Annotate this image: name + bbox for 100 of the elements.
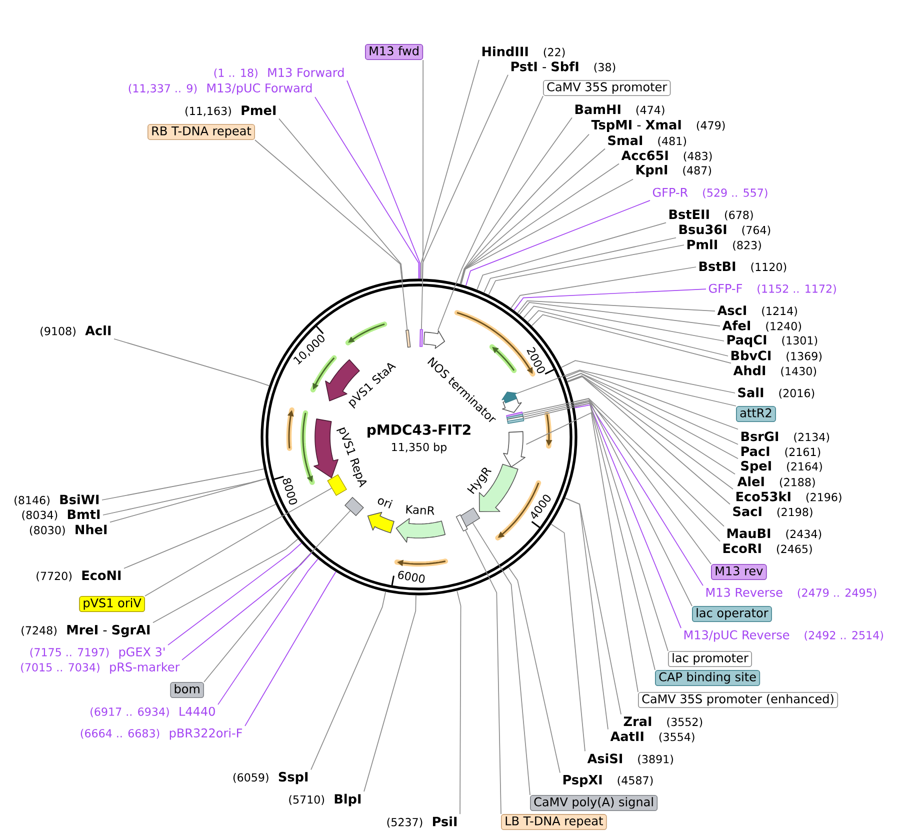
feature-label: CAP binding site	[655, 670, 760, 686]
leader-line	[566, 372, 738, 445]
restriction-site-label: AleI (2188)	[737, 476, 815, 488]
restriction-site-label: Eco53kI (2196)	[736, 491, 842, 503]
feature-label: RB T-DNA repeat	[148, 124, 255, 140]
leader-line	[364, 595, 416, 792]
restriction-site-label: AatII (3554)	[610, 732, 694, 742]
leader-line	[522, 400, 692, 606]
feature-label: M13 rev	[711, 564, 767, 580]
leader-line	[574, 402, 704, 586]
restriction-site-label: (9108) AclI	[40, 325, 111, 337]
restriction-site-label: SpeI (2164)	[741, 460, 822, 474]
primer-label: (7015 .. 7034) pRS-marker	[21, 662, 180, 674]
leader-line	[460, 117, 572, 284]
feature-bar	[420, 329, 423, 347]
restriction-site-label: Bsu36I (764)	[679, 224, 770, 236]
leader-line	[565, 370, 738, 430]
restriction-site-label: SacI (2198)	[733, 506, 812, 518]
leader-line	[465, 200, 650, 286]
restriction-site-label: BsrGI (2134)	[741, 432, 830, 442]
primer-label: GFP-F (1152 .. 1172)	[708, 284, 836, 294]
leader-line	[531, 314, 732, 364]
leader-line	[508, 567, 560, 774]
feature-label: M13 fwd	[365, 44, 424, 60]
leader-line	[102, 468, 264, 500]
leader-line	[278, 118, 404, 280]
feature-label: bom	[170, 682, 204, 698]
leader-line	[314, 96, 420, 279]
leader-line	[254, 140, 408, 330]
feature-box	[327, 474, 347, 496]
leader-line	[421, 60, 424, 330]
restriction-site-label: (8034) BmtI	[22, 510, 100, 520]
restriction-site-label: SalI (2016)	[738, 387, 814, 399]
feature-label: attR2	[736, 406, 776, 422]
leader-line	[528, 310, 728, 356]
feature-block	[503, 431, 526, 468]
leader-line	[110, 478, 267, 523]
restriction-site-label: PaqCI (1301)	[727, 334, 818, 348]
restriction-site-label: HindIII (22)	[482, 46, 565, 58]
feature-label: LB T-DNA repeat	[501, 814, 607, 830]
leader-line	[102, 478, 266, 516]
primer-label: M13 Reverse (2479 .. 2495)	[706, 588, 876, 598]
feature-label: CaMV 35S promoter (enhanced)	[638, 692, 838, 708]
leader-line	[465, 530, 502, 814]
restriction-site-label: (11,163) PmeI	[186, 106, 276, 116]
leader-line	[516, 370, 736, 406]
leader-line	[522, 398, 712, 564]
restriction-site-label: BstBI (1120)	[699, 262, 786, 272]
primer-label: GFP-R (529 .. 557)	[652, 188, 768, 198]
leader-line	[114, 338, 270, 386]
leader-line	[460, 178, 634, 285]
leader-line	[566, 373, 738, 460]
restriction-site-label: (5237) PsiI	[387, 816, 457, 828]
leader-line	[514, 288, 706, 311]
primer-label: (6664 .. 6683) pBR322ori-F	[80, 728, 242, 740]
restriction-site-label: AfeI (1240)	[722, 320, 802, 332]
feature-name: KanR	[406, 505, 434, 515]
leader-line	[519, 302, 720, 326]
feature-bar	[507, 418, 524, 424]
restriction-site-label: BbvCI (1369)	[731, 350, 822, 362]
leader-line	[564, 498, 622, 715]
restriction-site-label: AscI (1214)	[717, 306, 797, 316]
leader-line	[244, 571, 336, 726]
restriction-site-label: (7248) MreI - SgrAI	[22, 624, 150, 638]
primer-label: (7175 .. 7197) pGEX 3'	[30, 647, 165, 659]
restriction-site-label: (6059) SspI	[233, 772, 308, 784]
feature-label: pVS1 oriV	[79, 596, 145, 612]
leader-line	[168, 542, 302, 646]
restriction-site-label: PacI (2161)	[741, 446, 820, 458]
leader-line	[124, 504, 276, 569]
primer-label: (11,337 .. 9) M13/pUC Forward	[128, 83, 312, 95]
feature-block	[502, 392, 518, 404]
restriction-site-label: SmaI (481)	[608, 136, 686, 146]
tick-label: 8000	[282, 478, 298, 505]
restriction-site-label: EcoRI (2465)	[723, 544, 812, 554]
leader-line	[422, 74, 508, 279]
plasmid-length: 11,350 bp	[392, 442, 447, 454]
feature-label: lac promoter	[668, 651, 752, 667]
leader-line	[564, 498, 608, 730]
leader-line	[476, 222, 666, 290]
restriction-site-label: ZraI (3552)	[624, 716, 702, 728]
restriction-site-label: PspXI (4587)	[563, 775, 653, 787]
restriction-site-label: (7720) EcoNI	[36, 570, 121, 582]
leader-line	[460, 134, 590, 284]
restriction-site-label: AsiSI (3891)	[587, 753, 673, 765]
primer-label: (1 .. 18) M13 Forward	[214, 68, 344, 78]
leader-line	[523, 306, 724, 342]
tick-label: 6000	[398, 570, 425, 583]
leader-line	[517, 300, 716, 314]
leader-line	[484, 237, 676, 293]
leader-line	[488, 244, 684, 296]
feature-name: ori	[378, 498, 393, 508]
leader-line	[566, 375, 736, 475]
feature-name: pVS1 RepA	[336, 427, 367, 488]
leader-line	[560, 360, 736, 394]
feature-label: CaMV poly(A) signal	[530, 795, 658, 811]
leader-line	[460, 163, 620, 285]
leader-line	[523, 401, 668, 652]
restriction-site-label: KpnI (487)	[636, 165, 712, 177]
leader-line	[526, 412, 638, 692]
